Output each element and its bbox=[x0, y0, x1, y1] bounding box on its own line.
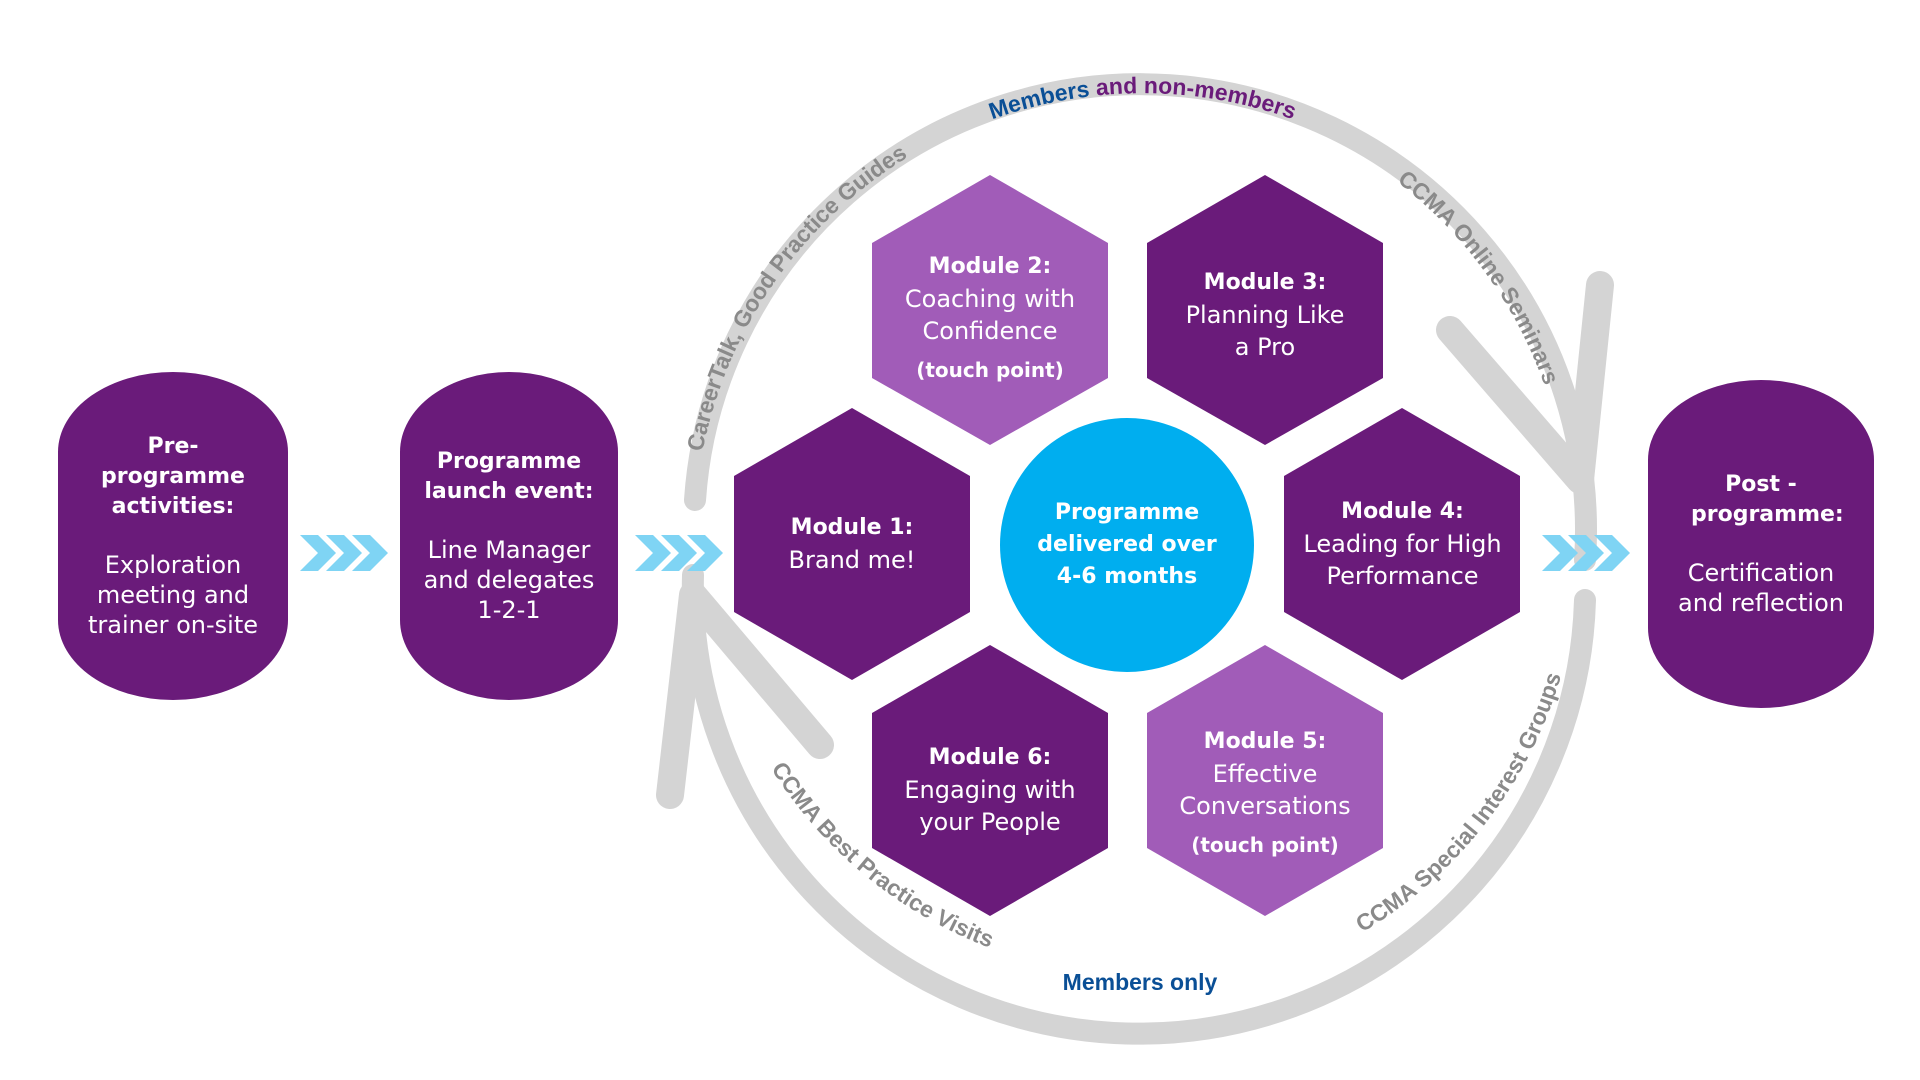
top-loop-arc bbox=[684, 73, 1614, 571]
post-programme-box bbox=[1648, 380, 1874, 708]
top-loop-arrowhead bbox=[1436, 271, 1614, 494]
module-2-text: Module 2: Coaching with Confidence (touc… bbox=[880, 225, 1100, 410]
module-4-desc: Leading for High Performance bbox=[1303, 530, 1502, 590]
module-1-title: Module 1: bbox=[790, 515, 914, 540]
module-6-text: Module 6: Engaging with your People bbox=[880, 700, 1100, 880]
chevrons-2 bbox=[635, 535, 723, 571]
center-text: Programme delivered over 4-6 months bbox=[1010, 460, 1244, 630]
module-6-desc: Engaging with your People bbox=[904, 776, 1076, 836]
pre-programme-box bbox=[58, 372, 288, 700]
module-2-hex bbox=[872, 175, 1108, 445]
module-1-hex bbox=[734, 408, 970, 680]
post-programme-title: Post - programme: bbox=[1691, 472, 1844, 527]
module-5-text: Module 5: Effective Conversations (touch… bbox=[1155, 700, 1375, 885]
launch-event-text: Programme launch event: Line Manager and… bbox=[400, 372, 618, 700]
module-2-desc: Coaching with Confidence bbox=[904, 284, 1076, 345]
launch-event-desc: Line Manager and delegates 1-2-1 bbox=[423, 536, 595, 624]
post-programme-text: Post - programme: Certification and refl… bbox=[1648, 380, 1874, 708]
module-3-desc: Planning Like a Pro bbox=[1185, 301, 1345, 361]
module-1-text: Module 1: Brand me! bbox=[752, 450, 952, 638]
module-5-title: Module 5: bbox=[1203, 728, 1327, 754]
module-3-text: Module 3: Planning Like a Pro bbox=[1155, 225, 1375, 405]
module-5-touch-point: (touch point) bbox=[1191, 832, 1339, 857]
arc-label-members-and-non-members: Members and non-members bbox=[985, 72, 1299, 124]
bottom-loop-arc bbox=[656, 564, 1596, 1045]
bottom-loop-arrowhead bbox=[656, 581, 834, 809]
chevrons-3 bbox=[1542, 535, 1630, 571]
pre-programme-title: Pre-programme activities: bbox=[101, 434, 245, 519]
launch-event-box bbox=[400, 372, 618, 700]
module-3-hex bbox=[1147, 175, 1383, 445]
launch-event-title: Programme launch event: bbox=[424, 449, 594, 504]
module-2-title: Module 2: bbox=[928, 253, 1052, 279]
chevrons-1 bbox=[300, 535, 388, 571]
module-1-desc: Brand me! bbox=[788, 546, 916, 574]
module-4-title: Module 4: bbox=[1341, 499, 1464, 524]
module-5-desc: Effective Conversations bbox=[1179, 759, 1351, 820]
pre-programme-desc: Exploration meeting and trainer on-site bbox=[87, 551, 259, 639]
module-6-title: Module 6: bbox=[928, 745, 1052, 770]
arc-label-members-only: Members only bbox=[1063, 969, 1218, 995]
module-6-hex bbox=[872, 645, 1108, 916]
center-label: Programme delivered over 4-6 months bbox=[1037, 500, 1217, 589]
module-3-title: Module 3: bbox=[1203, 270, 1327, 295]
module-2-touch-point: (touch point) bbox=[916, 357, 1064, 382]
module-4-hex bbox=[1284, 408, 1520, 680]
pre-programme-text: Pre-programme activities: Exploration me… bbox=[58, 372, 288, 700]
module-5-hex bbox=[1147, 645, 1383, 916]
center-circle bbox=[1000, 418, 1254, 672]
post-programme-desc: Certification and reflection bbox=[1678, 559, 1844, 617]
module-4-text: Module 4: Leading for High Performance bbox=[1290, 450, 1515, 638]
